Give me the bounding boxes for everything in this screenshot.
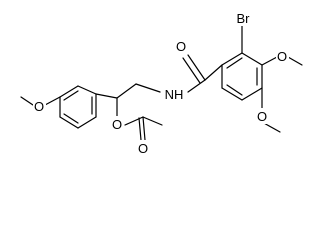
bond-o-acyl — [124, 116, 144, 126]
bond — [241, 52, 263, 66]
methoxyphenyl-ring — [59, 85, 97, 129]
bond-co-double — [142, 116, 146, 141]
aromatic-inner-bond — [63, 113, 79, 124]
bond-ch-ch2 — [116, 83, 137, 99]
atom-label-br: Br — [237, 11, 251, 26]
bond-ring-o — [261, 56, 278, 66]
bond-carbonyl-ring — [204, 64, 223, 81]
bond-o-methyl — [287, 56, 303, 66]
bond — [77, 116, 97, 129]
atom-label-methoxy-o: O — [34, 99, 44, 114]
bond-ring-o — [44, 96, 61, 106]
bond-o-methyl — [20, 96, 34, 106]
bond — [77, 85, 97, 95]
aromatic-inner-bond — [226, 57, 243, 69]
dimethoxybenzene-ring — [221, 52, 263, 101]
aromatic-inner-bond — [226, 84, 243, 96]
bond — [59, 116, 79, 129]
bond — [221, 87, 243, 101]
atom-ome-right-top-o: O — [276, 48, 289, 64]
atom-ome-right-bottom-o: O — [256, 108, 269, 124]
atom-nh: NH — [161, 86, 187, 102]
atom-ome-left-o: O — [33, 98, 46, 114]
bond-acyl-methyl — [142, 116, 163, 126]
atom-label-methoxy-o: O — [277, 49, 287, 64]
atom-label-ester-o: O — [112, 117, 122, 132]
molecule-diagram: Br O NH O O O O O — [20, 10, 303, 156]
bond-co-double — [138, 117, 142, 141]
atom-label-nh: NH — [165, 87, 184, 102]
bond-amide-co — [187, 54, 206, 81]
bond — [221, 52, 243, 66]
aromatic-inner-bond — [63, 90, 79, 101]
atom-label-methoxy-o: O — [257, 109, 267, 124]
atom-carbonyl-o: O — [137, 140, 150, 156]
structure-canvas: Br O NH O O O O O — [20, 10, 303, 156]
bond-ch2-n — [135, 83, 161, 93]
atom-label-amide-o: O — [176, 39, 186, 54]
bond — [241, 87, 263, 101]
bond-n-carbonyl — [187, 79, 206, 93]
bond — [59, 85, 79, 98]
atom-label-carbonyl-o: O — [138, 141, 148, 156]
atom-amide-o: O — [175, 38, 188, 54]
bond-amide-co — [182, 57, 201, 84]
atom-ester-o: O — [111, 116, 124, 132]
atom-br: Br — [234, 10, 253, 26]
bond-ring-ch — [95, 93, 118, 99]
